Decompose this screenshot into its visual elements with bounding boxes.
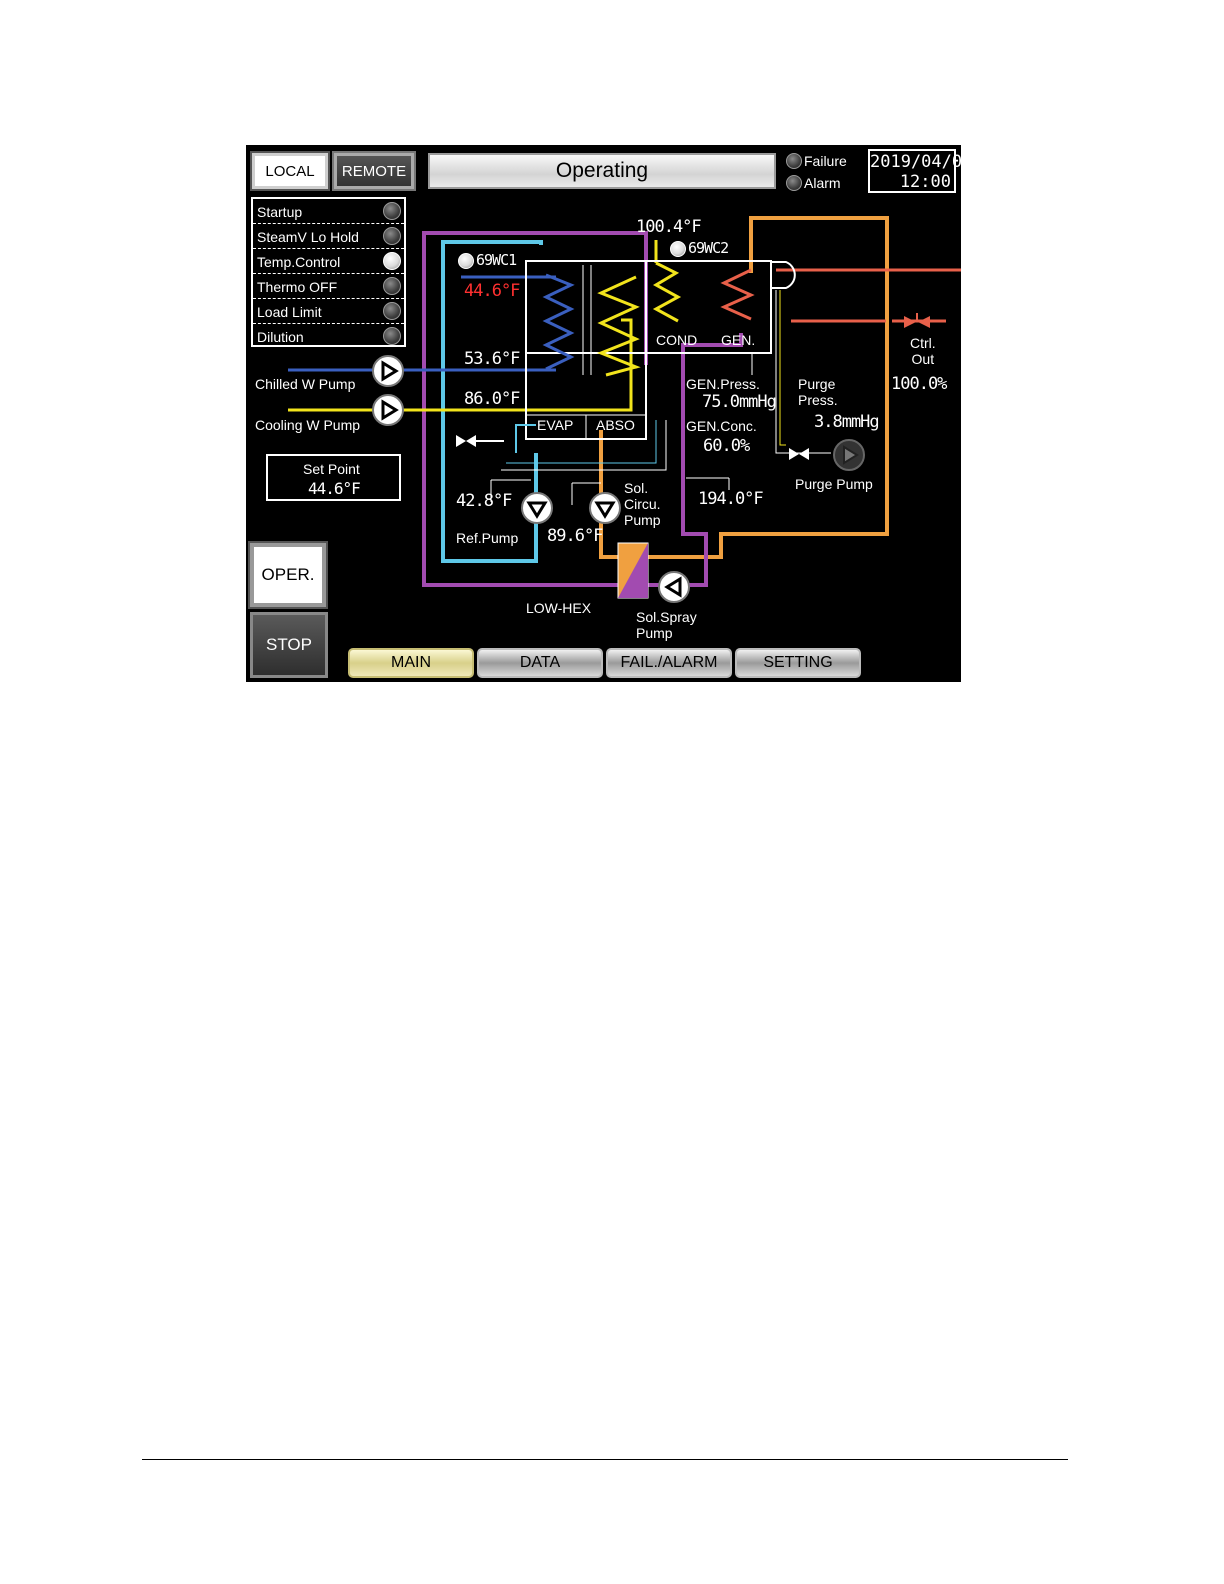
status-row-thermo-off: Thermo OFF bbox=[253, 274, 404, 299]
chilled-in-temp: 53.6°F bbox=[464, 349, 520, 369]
play-icon bbox=[381, 360, 399, 382]
failure-lamp-icon bbox=[786, 153, 802, 169]
status-lamp-icon bbox=[383, 202, 401, 220]
status-list: Startup SteamV Lo Hold Temp.Control Ther… bbox=[251, 197, 406, 347]
status-row-steamv-lo-hold: SteamV Lo Hold bbox=[253, 224, 404, 249]
gen-conc-value: 60.0% bbox=[703, 436, 750, 456]
stop-button[interactable]: STOP bbox=[250, 612, 328, 678]
set-point-box[interactable]: Set Point 44.6°F bbox=[266, 454, 401, 501]
time-text: 12:00 bbox=[899, 172, 951, 192]
play-down-icon bbox=[594, 501, 616, 519]
remote-mode-button[interactable]: REMOTE bbox=[332, 151, 416, 191]
gen-temp: 194.0°F bbox=[698, 489, 764, 509]
purge-press-label: Purge Press. bbox=[798, 376, 838, 408]
wc1-sensor-lamp-icon bbox=[458, 253, 474, 269]
cooling-in-temp: 86.0°F bbox=[464, 389, 520, 409]
ref-pump-button[interactable] bbox=[521, 492, 553, 524]
low-hex-label: LOW-HEX bbox=[526, 600, 592, 616]
chiller-hmi-screen: LOCAL REMOTE Operating Failure Alarm 201… bbox=[246, 145, 961, 682]
refrigerant-loop-line bbox=[441, 240, 543, 563]
chilled-water-pump-button[interactable] bbox=[372, 355, 404, 387]
tab-data[interactable]: DATA bbox=[477, 648, 603, 678]
ctrl-out-value: 100.0% bbox=[891, 374, 947, 394]
page-footer-rule bbox=[142, 1459, 1068, 1460]
purge-pump-button[interactable] bbox=[833, 439, 865, 471]
wc2-sensor-lamp-icon bbox=[670, 241, 686, 257]
status-lamp-icon bbox=[383, 227, 401, 245]
operating-status-bar: Operating bbox=[428, 153, 776, 189]
gen-press-value: 75.0mmHg bbox=[702, 392, 777, 412]
wc1-sensor-label: 69WC1 bbox=[476, 251, 517, 269]
status-row-dilution: Dilution bbox=[253, 324, 404, 349]
cond-coil bbox=[652, 261, 682, 323]
ref-pump-label: Ref.Pump bbox=[456, 530, 519, 546]
wc2-sensor-label: 69WC2 bbox=[688, 239, 729, 257]
tab-setting[interactable]: SETTING bbox=[735, 648, 861, 678]
status-label: Load Limit bbox=[257, 304, 322, 320]
control-valve bbox=[904, 316, 916, 328]
local-mode-button[interactable]: LOCAL bbox=[250, 151, 330, 191]
chilled-valve-left bbox=[456, 435, 466, 447]
date-time-display: 2019/04/04 12:00 bbox=[868, 149, 961, 193]
tab-fail-alarm[interactable]: FAIL./ALARM bbox=[606, 648, 732, 678]
status-lamp-icon bbox=[383, 277, 401, 295]
piping-diagram bbox=[288, 216, 961, 599]
status-label: Startup bbox=[257, 204, 303, 220]
cooling-pump-label: Cooling W Pump bbox=[255, 417, 361, 433]
solution-loop-line bbox=[422, 231, 743, 587]
status-lamp-icon bbox=[383, 327, 401, 345]
abso-coil bbox=[596, 275, 641, 377]
chilled-pump-label: Chilled W Pump bbox=[255, 376, 356, 392]
sol-spray-pump-label: Sol.Spray Pump bbox=[636, 609, 697, 641]
ref-temp: 42.8°F bbox=[456, 491, 512, 511]
set-point-value: 44.6°F bbox=[308, 479, 361, 498]
play-icon bbox=[843, 445, 859, 465]
sol-circu-pump-label: Sol. Circu. Pump bbox=[624, 480, 661, 528]
evap-label: EVAP bbox=[537, 417, 574, 433]
status-lamp-icon bbox=[383, 302, 401, 320]
play-left-icon bbox=[664, 576, 682, 598]
failure-label: Failure bbox=[804, 153, 847, 169]
gen-label: GEN. bbox=[721, 332, 756, 348]
play-down-icon bbox=[526, 501, 548, 519]
status-row-load-limit: Load Limit bbox=[253, 299, 404, 324]
alarm-label: Alarm bbox=[804, 175, 841, 191]
status-lamp-icon bbox=[383, 252, 401, 270]
evap-coil bbox=[542, 273, 575, 371]
main-vessel bbox=[525, 260, 772, 354]
play-icon bbox=[381, 399, 399, 421]
status-label: Temp.Control bbox=[257, 254, 341, 270]
gen-coil bbox=[720, 268, 755, 321]
gen-press-label: GEN.Press. bbox=[686, 376, 760, 392]
tab-main[interactable]: MAIN bbox=[348, 648, 474, 678]
oper-button[interactable]: OPER. bbox=[248, 541, 328, 609]
status-label: Thermo OFF bbox=[257, 279, 338, 295]
purge-valve bbox=[789, 448, 799, 460]
alarm-lamp-icon bbox=[786, 175, 802, 191]
sol-circu-pump-button[interactable] bbox=[589, 492, 621, 524]
purge-press-value: 3.8mmHg bbox=[814, 412, 880, 432]
status-label: Dilution bbox=[257, 329, 304, 345]
date-text: 2019/04/04 bbox=[870, 152, 961, 172]
cooling-water-pump-button[interactable] bbox=[372, 394, 404, 426]
status-row-startup: Startup bbox=[253, 199, 404, 224]
ctrl-out-label: Ctrl. Out bbox=[910, 335, 936, 367]
purge-pump-label: Purge Pump bbox=[795, 476, 873, 492]
status-label: SteamV Lo Hold bbox=[257, 229, 359, 245]
cond-label: COND bbox=[656, 332, 698, 348]
sol-temp: 89.6°F bbox=[547, 526, 603, 546]
gen-conc-label: GEN.Conc. bbox=[686, 418, 757, 434]
cond-out-temp: 100.4°F bbox=[636, 217, 702, 237]
set-point-label: Set Point bbox=[303, 461, 360, 477]
abso-label: ABSO bbox=[596, 417, 635, 433]
sol-spray-pump-button[interactable] bbox=[658, 571, 690, 603]
status-row-temp-control: Temp.Control bbox=[253, 249, 404, 274]
chilled-out-temp: 44.6°F bbox=[464, 281, 520, 301]
